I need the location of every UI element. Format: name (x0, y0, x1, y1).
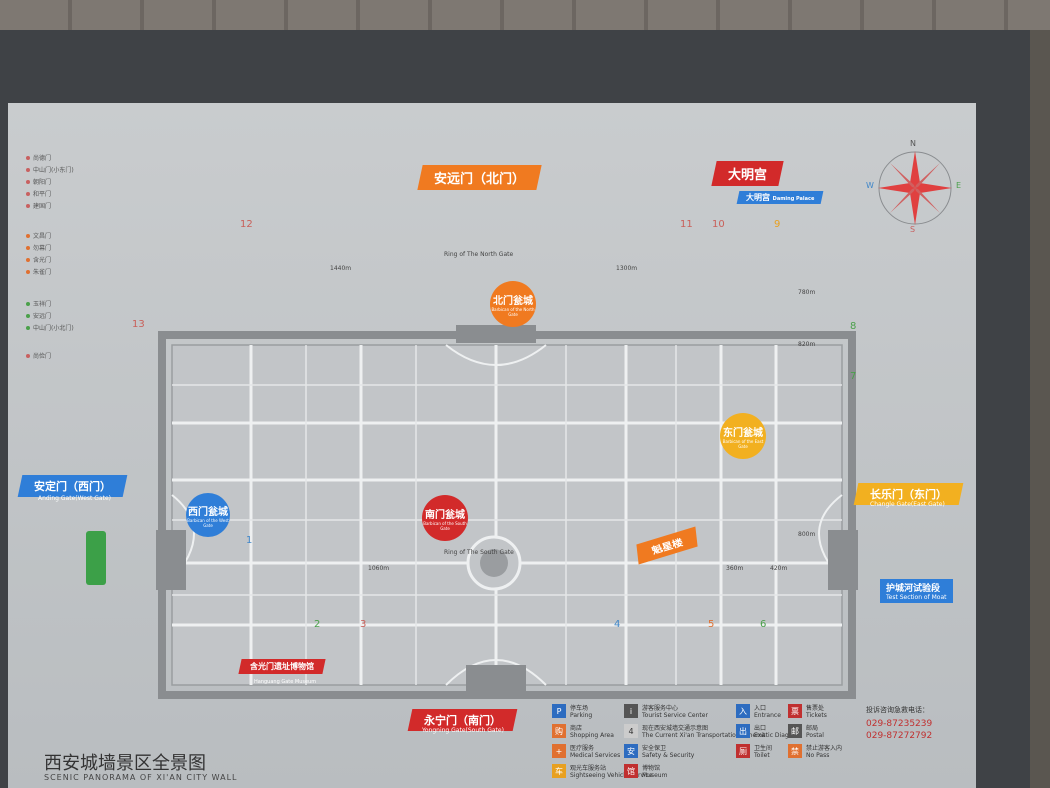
distance-label: 1440m (330, 265, 352, 272)
map-title: 西安城墙景区全景图 (44, 753, 206, 774)
gate-list-item: 和平门 (26, 189, 51, 198)
ring-south-label: Ring of The South Gate (444, 549, 514, 556)
west-gate-banner: 安定门（西门） (17, 475, 128, 497)
distance-label: 1300m (616, 265, 638, 272)
city-wall-map (156, 325, 858, 699)
moat-section-en: Test Section of Moat (886, 594, 947, 601)
gate-number: 12 (240, 219, 253, 230)
distance-label: 780m (798, 289, 816, 296)
map-board: 尚德门 中山门(小东门) 朝阳门 和平门 建国门 文昌门 勿幕门 含光门 朱雀门… (8, 103, 976, 788)
south-gate-en: Yongning Gate(South Gate) (422, 727, 504, 734)
gate-number: 4 (614, 619, 621, 630)
gate-number: 9 (774, 219, 781, 230)
gate-number: 5 (708, 619, 715, 630)
sign-post (1030, 30, 1050, 788)
gate-list-item: 文昌门 (26, 231, 51, 240)
security-icon: 安 (624, 744, 638, 758)
compass-rose-icon (878, 151, 952, 225)
gate-list-item: 尚德门 (26, 153, 51, 162)
green-marker (86, 531, 106, 585)
daminggong-sub-banner: 大明宫 Daming Palace (736, 191, 824, 204)
ring-north-label: Ring of The North Gate (444, 251, 514, 258)
gate-list-item: 中山门(小东门) (26, 165, 74, 174)
entrance-icon: 入 (736, 704, 750, 718)
compass-e: E (956, 181, 962, 190)
north-gate-banner: 安远门（北门） (417, 165, 542, 190)
gate-list-item: 朱雀门 (26, 267, 51, 276)
gate-list-item: 安远门 (26, 311, 51, 320)
parking-icon: P (552, 704, 566, 718)
compass-w: W (866, 181, 874, 190)
medical-icon: + (552, 744, 566, 758)
gate-number: 8 (850, 321, 857, 332)
moat-section-badge: 护城河试验段 Test Section of Moat (880, 579, 953, 603)
gate-number: 7 (850, 371, 857, 382)
gate-list-item: 玉祥门 (26, 299, 51, 308)
gate-number: 11 (680, 219, 693, 230)
gate-list-item: 朝阳门 (26, 177, 51, 186)
gate-list-item: 尚俭门 (26, 351, 51, 360)
gate-list-item: 勿幕门 (26, 243, 51, 252)
distance-label: 820m (798, 341, 816, 348)
hotline-number-1: 029-87235239 (866, 719, 933, 729)
west-gate-en: Anding Gate(West Gate) (38, 495, 111, 502)
toilet-icon: 厕 (736, 744, 750, 758)
transport-diagram-icon: 4 (624, 724, 638, 738)
compass-s: S (910, 225, 916, 234)
hanguang-banner: 含光门遗址博物馆 (238, 659, 326, 674)
hotline-number-2: 029-87272792 (866, 731, 933, 741)
hotline-label: 投诉咨询急救电话： (866, 706, 929, 714)
distance-label: 800m (798, 531, 816, 538)
no-pass-icon: 禁 (788, 744, 802, 758)
shopping-icon: 购 (552, 724, 566, 738)
gate-number: 10 (712, 219, 725, 230)
gate-number: 2 (314, 619, 321, 630)
moat-section-label: 护城河试验段 (886, 584, 941, 594)
gate-number: 3 (360, 619, 367, 630)
gate-number: 6 (760, 619, 767, 630)
exit-icon: 出 (736, 724, 750, 738)
tickets-icon: 票 (788, 704, 802, 718)
distance-label: 360m (726, 565, 744, 572)
info-icon: i (624, 704, 638, 718)
east-gate-en: Changle Gate(East Gate) (870, 501, 945, 508)
distance-label: 1060m (368, 565, 390, 572)
distance-label: 420m (770, 565, 788, 572)
hanguang-en: Hanguang Gate Museum (254, 679, 317, 685)
daminggong-banner: 大明宫 (711, 161, 784, 186)
postal-icon: 邮 (788, 724, 802, 738)
gate-number: 13 (132, 319, 145, 330)
gate-list-item: 建国门 (26, 201, 51, 210)
gate-number: 1 (246, 535, 253, 546)
museum-icon: 馆 (624, 764, 638, 778)
compass-n: N (910, 139, 916, 148)
gate-list-item: 中山门(小北门) (26, 323, 74, 332)
sightseeing-vehicle-icon: 车 (552, 764, 566, 778)
map-title-en: SCENIC PANORAMA OF XI'AN CITY WALL (44, 773, 238, 782)
gate-list-item: 含光门 (26, 255, 51, 264)
